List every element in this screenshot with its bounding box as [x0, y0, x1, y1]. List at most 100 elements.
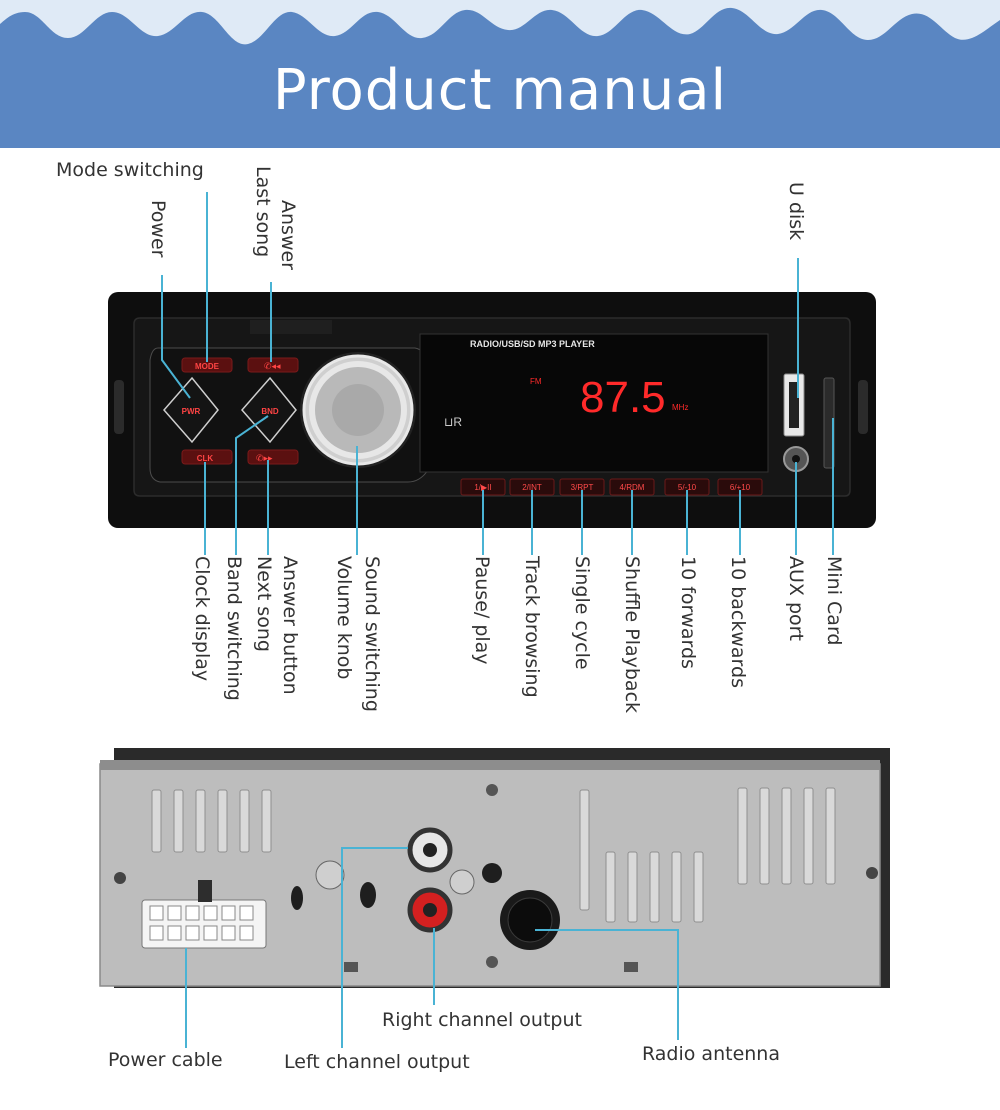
vent-slot: [239, 789, 250, 853]
clk-button-shape: [181, 449, 233, 465]
label-10-forwards: 10 forwards: [677, 556, 699, 669]
power-connector-tab: [198, 880, 212, 902]
vent-slot: [151, 789, 162, 853]
preset-key-4: 4/RDM: [609, 478, 655, 496]
screw-bottom: [486, 956, 498, 968]
label-power-cable: Power cable: [108, 1049, 223, 1071]
top-slot: [250, 320, 332, 334]
label-right-channel-output: Right channel output: [382, 1009, 582, 1031]
line-left-channel: [341, 847, 408, 1048]
right-bracket: [858, 380, 868, 434]
header-banner: Product manual: [0, 0, 1000, 148]
label-single-cycle: Single cycle: [571, 556, 593, 670]
label-10-backwards: 10 backwards: [727, 556, 749, 688]
vent-slot: [693, 851, 704, 923]
connector-pin: [203, 905, 218, 921]
label-answer-button: Answer button: [279, 556, 301, 695]
label-track-browsing: Track browsing: [521, 556, 543, 698]
label-volume-knob: Volume knob: [333, 556, 355, 680]
screw-edge-right: [866, 867, 878, 879]
player-label: RADIO/USB/SD MP3 PLAYER: [470, 339, 595, 349]
connector-pin: [185, 925, 200, 941]
label-next-song: Next song: [253, 556, 275, 652]
vent-slots: [151, 787, 836, 923]
bnd-button-shape: [241, 376, 297, 444]
connector-pin: [203, 925, 218, 941]
page-title: Product manual: [272, 58, 728, 123]
vent-slot: [579, 789, 590, 911]
vent-slot: [195, 789, 206, 853]
label-answer-top: Answer: [277, 200, 299, 270]
label-band-switching: Band switching: [223, 556, 245, 701]
vent-slot: [825, 787, 836, 885]
screw-mid: [449, 869, 475, 895]
bnd-button-label: BND: [261, 407, 279, 416]
screw-edge-left: [114, 872, 126, 884]
label-sound-switching: Sound switching: [361, 556, 383, 712]
connector-pin: [185, 905, 200, 921]
antenna-inner: [507, 897, 553, 943]
label-shuffle-playback: Shuffle Playback: [621, 556, 643, 714]
hole-1: [291, 886, 303, 910]
pwr-button-shape: [163, 376, 219, 444]
label-left-channel-output: Left channel output: [284, 1051, 470, 1073]
knob-center: [332, 384, 384, 436]
aux-port-hole: [792, 455, 800, 463]
preset-key-label: 1/▶II: [474, 483, 491, 492]
line-power: [161, 275, 191, 399]
last-song-button-shape: [247, 357, 299, 373]
line-band: [235, 415, 269, 555]
label-u-disk: U disk: [785, 182, 807, 241]
vent-slot: [759, 787, 770, 885]
label-pause-play: Pause/ play: [471, 556, 493, 665]
leader-lines: [161, 192, 834, 1048]
preset-key-label: 3/RPT: [571, 483, 594, 492]
phone-icon-bottom: ✆▸▸: [256, 453, 273, 463]
chassis-top-edge: [100, 760, 880, 770]
screw-left: [315, 860, 345, 890]
vent-slot: [649, 851, 660, 923]
line-antenna: [535, 929, 679, 1040]
connector-pin: [149, 905, 164, 921]
connector-pins: [149, 905, 254, 941]
preset-key-label: 4/RDM: [620, 483, 645, 492]
front-panel: MODE CLK PWR BND ✆◂◂ ✆▸▸ RADIO/USB/SD MP…: [108, 292, 876, 528]
connector-pin: [239, 905, 254, 921]
wave-decoration: [0, 0, 1000, 148]
display-window: [419, 333, 769, 473]
wave-shape: [0, 0, 1000, 45]
vent-slot: [605, 851, 616, 923]
label-aux-port: AUX port: [785, 556, 807, 641]
label-clock-display: Clock display: [191, 556, 213, 682]
connector-pin: [221, 905, 236, 921]
phone-icon-top: ✆◂◂: [264, 361, 281, 371]
vent-slot: [671, 851, 682, 923]
vent-slot: [627, 851, 638, 923]
display-band-text: FM: [530, 377, 542, 386]
connector-pin: [221, 925, 236, 941]
right-rca-hole: [423, 903, 437, 917]
mode-button-label: MODE: [195, 362, 220, 371]
label-last-song: Last song: [252, 166, 274, 258]
vent-slot: [261, 789, 272, 853]
connector-pin: [167, 925, 182, 941]
label-power: Power: [147, 200, 169, 258]
hole-3: [482, 863, 502, 883]
ir-sensor-icon: ⊔R: [444, 415, 462, 429]
label-radio-antenna: Radio antenna: [642, 1043, 780, 1065]
preset-key-label: 2/INT: [522, 483, 542, 492]
preset-key-5: 5/-10: [664, 478, 710, 496]
usb-port-slot: [789, 382, 799, 428]
vent-slot: [217, 789, 228, 853]
vent-slot: [803, 787, 814, 885]
clip-left: [344, 962, 358, 972]
connector-pin: [239, 925, 254, 941]
preset-key-label: 5/-10: [678, 483, 697, 492]
vent-slot: [781, 787, 792, 885]
connector-pin: [167, 905, 182, 921]
display-frequency: 87.5: [580, 373, 666, 422]
clip-right: [624, 962, 638, 972]
label-mode-switching: Mode switching: [56, 159, 204, 181]
